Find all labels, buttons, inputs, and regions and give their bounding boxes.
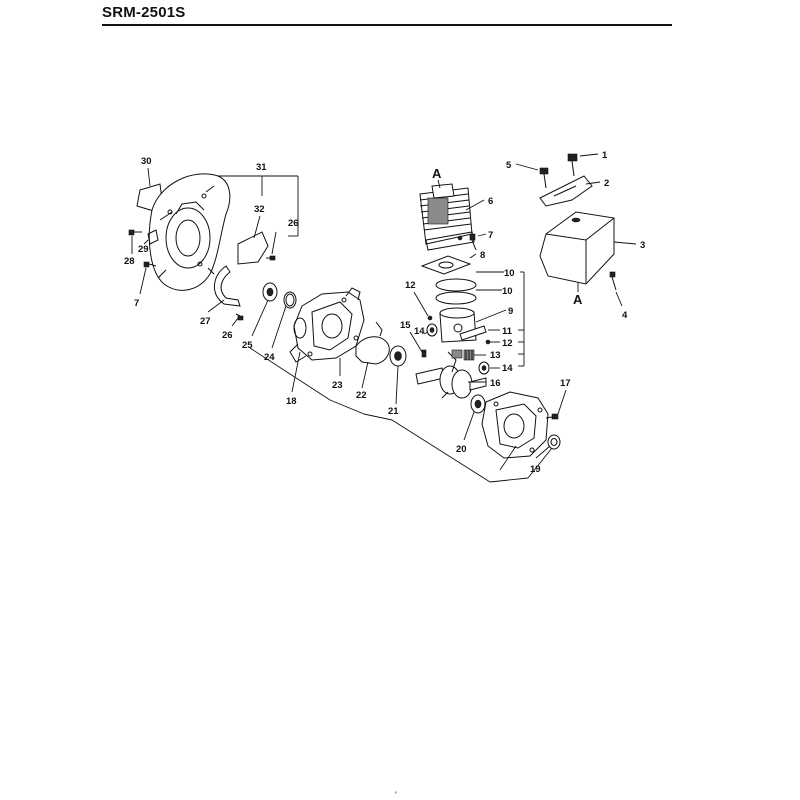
part-15-key [421,349,427,358]
callout-5: 5 [506,160,512,171]
callout-15: 15 [400,320,411,331]
callout-2: 2 [604,178,609,189]
callout-27: 27 [200,316,211,327]
callout-19: 19 [530,464,541,475]
part-9-piston [439,307,477,343]
callout-8: 8 [480,250,485,261]
callout-14-right: 14 [502,363,513,374]
part-14-washer-right [478,361,490,375]
header-rule [102,24,672,26]
part-24-snap-ring [283,291,297,309]
part-17-screw [545,413,559,420]
part-5-bolt [539,167,549,189]
callout-22: 22 [356,390,367,401]
part-10-ring-lower [435,291,477,305]
callout-1: 1 [602,150,608,161]
part-29-clip [147,229,159,245]
callout-13: 13 [490,350,501,361]
part-13-needle-bearing [463,349,475,361]
part-32-cover-plate [237,231,269,265]
page-number-mark: ' [395,790,397,800]
callout-14-left: 14 [414,326,425,337]
callout-26-lower: 26 [222,330,233,341]
callout-12-upper: 12 [405,280,416,291]
callout-23: 23 [332,380,343,391]
callout-6: 6 [488,196,493,207]
part-20-crankcase-cover [481,391,549,459]
callout-29: 29 [138,244,149,255]
callout-10-lower: 10 [502,286,513,297]
callout-32: 32 [254,204,265,215]
callout-10-upper: 10 [504,268,515,279]
part-19-seal [547,434,561,450]
part-6-cylinder [419,183,475,251]
part-12-clip-lower [485,339,491,345]
part-3-cover [539,211,615,285]
part-11-piston-pin [459,325,487,341]
callout-26-upper: 26 [288,218,299,229]
page-title: SRM-2501S [102,4,186,21]
callout-20: 20 [456,444,467,455]
part-20-bearing [470,394,486,414]
part-10-ring-upper [435,278,477,292]
callout-17: 17 [560,378,571,389]
part-12-clip-upper [427,315,433,321]
part-4-screw [609,271,617,291]
part-7-bolt-left [143,261,157,268]
callout-12-lower: 12 [502,338,513,349]
reference-a-cylinder: A [432,166,442,181]
callout-31: 31 [256,162,267,173]
leader-lines [131,153,637,483]
callout-30: 30 [141,156,152,167]
callout-7-cylinder: 7 [488,230,493,241]
callout-labels: 30 31 32 26 29 28 7 27 26 25 24 18 23 22… [124,150,645,475]
part-7-cylinder-bolt [469,233,477,251]
callout-7-left: 7 [134,298,139,309]
part-23-crankcase [289,287,365,363]
part-16-crankshaft [415,349,487,399]
part-1-bolt [567,153,578,177]
part-26-screw-upper [266,255,276,261]
part-8-gasket [420,255,472,275]
callout-4: 4 [622,310,628,321]
part-14-washer-left [426,323,438,337]
part-25-bearing [262,282,278,302]
part-31-fan-housing [148,173,231,291]
reference-a-cover: A [573,292,583,307]
callout-25: 25 [242,340,253,351]
callout-18: 18 [286,396,297,407]
part-22-gasket [355,321,390,365]
callout-3: 3 [640,240,645,251]
callout-9: 9 [508,306,513,317]
part-28-bolt [128,229,142,236]
part-21-bearing [389,345,407,367]
callout-11: 11 [502,326,513,337]
callout-16: 16 [490,378,501,389]
part-2-bracket [539,175,593,207]
part-27-guide [214,265,241,307]
callout-24: 24 [264,352,275,363]
callout-28: 28 [124,256,135,267]
callout-21: 21 [388,406,399,417]
